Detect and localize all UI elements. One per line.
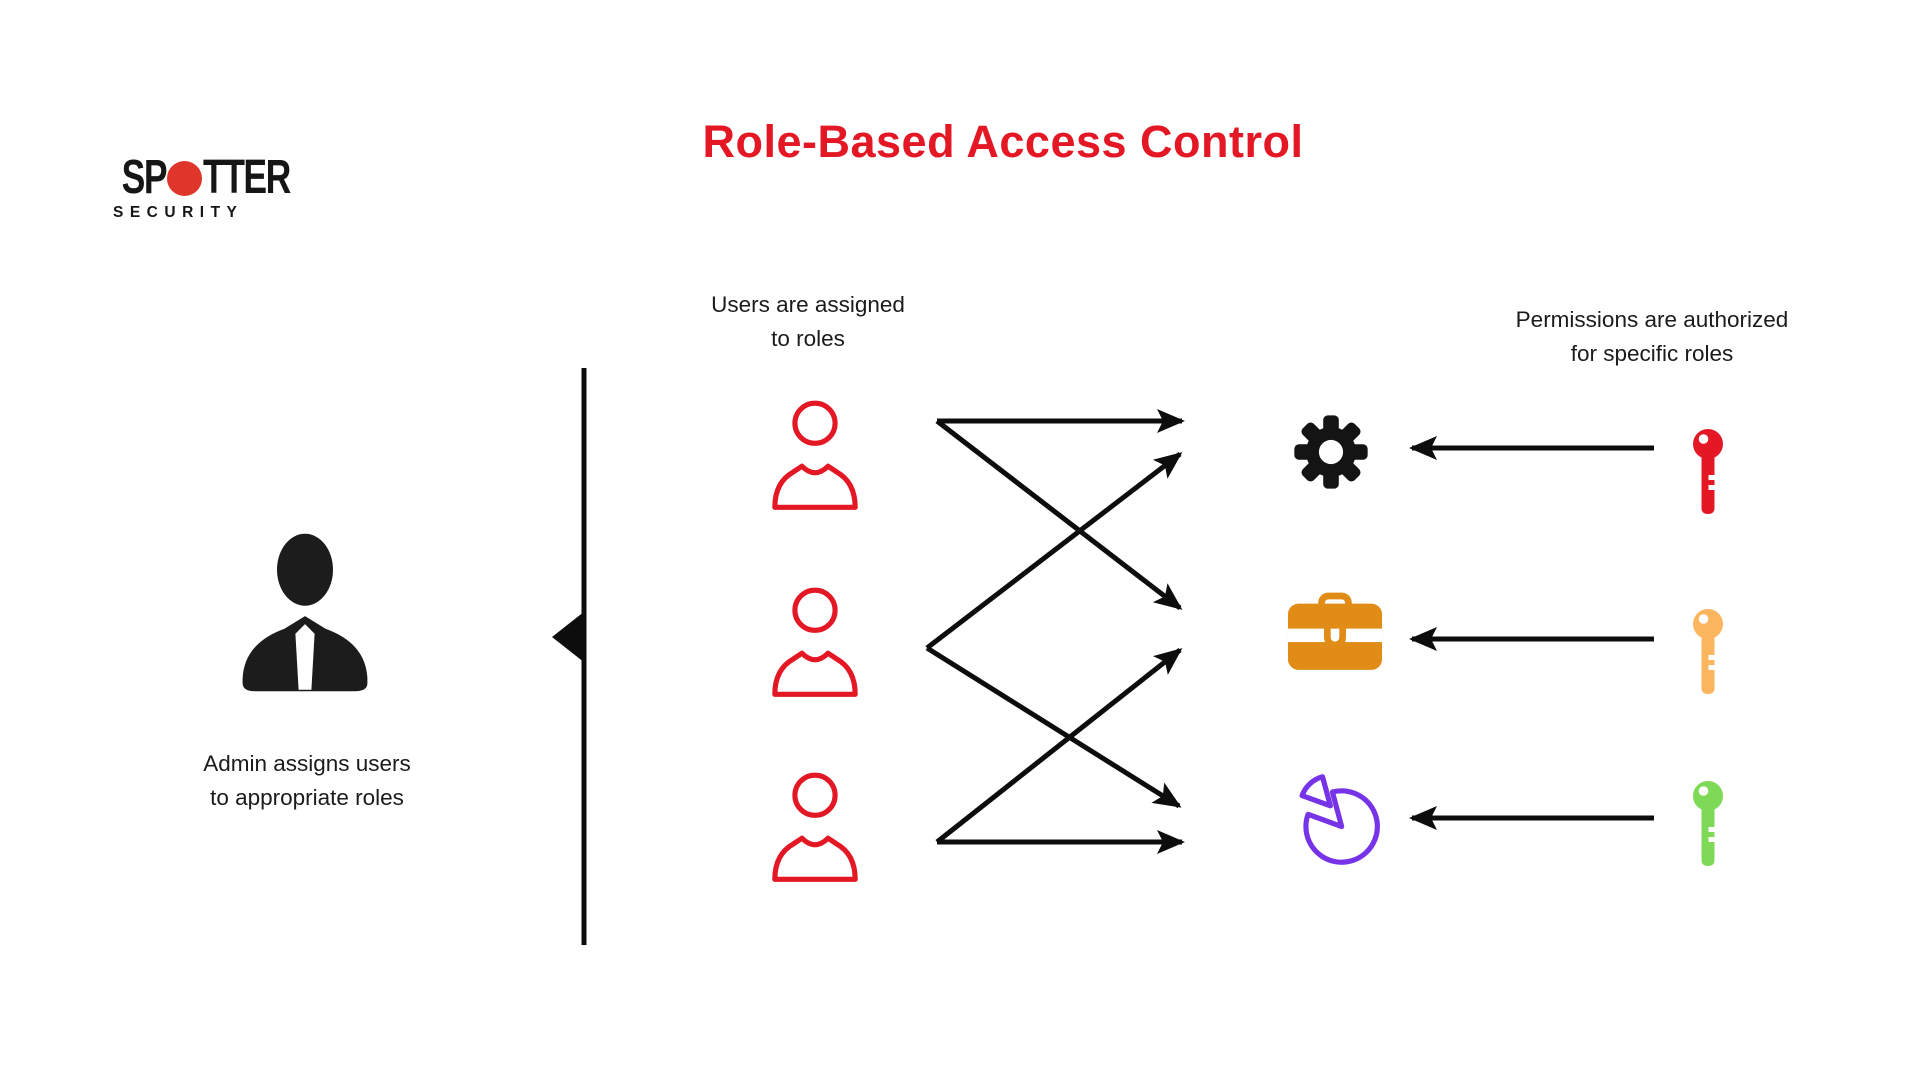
admin-caption-line2: to appropriate roles xyxy=(210,785,404,810)
user-icon-2 xyxy=(772,587,858,697)
user-icon-3 xyxy=(772,772,858,882)
arrow-user1-briefcase xyxy=(935,419,1183,610)
permissions-caption: Permissions are authorized for specific … xyxy=(1482,303,1822,371)
admin-caption: Admin assigns users to appropriate roles xyxy=(147,747,467,815)
permissions-caption-line2: for specific roles xyxy=(1570,341,1734,366)
users-caption: Users are assigned to roles xyxy=(658,288,958,356)
users-caption-line2: to roles xyxy=(771,326,845,351)
admin-person-icon xyxy=(242,533,368,692)
logo-subtitle: SECURITY xyxy=(113,204,244,221)
briefcase-role-icon xyxy=(1287,592,1383,670)
left-pointer-triangle xyxy=(552,611,585,663)
page-title: Role-Based Access Control xyxy=(702,116,1304,167)
users-caption-line1: Users are assigned xyxy=(711,292,905,317)
red-key-icon xyxy=(1693,429,1723,514)
arrow-user2-pie xyxy=(925,645,1182,809)
orange-key-icon xyxy=(1693,609,1723,694)
spotter-security-logo: SP TTER SECURITY xyxy=(106,151,320,222)
arrow-user3-briefcase xyxy=(935,648,1183,844)
logo-word-end: TTER xyxy=(203,151,291,204)
logo-wordmark: SP TTER xyxy=(106,151,320,204)
logo-red-dot-icon xyxy=(167,160,203,196)
logo-word-start: SP xyxy=(121,151,168,204)
gear-role-icon xyxy=(1294,415,1368,489)
user-icon-1 xyxy=(772,400,858,510)
permissions-caption-line1: Permissions are authorized xyxy=(1515,307,1789,332)
arrow-user2-gear xyxy=(925,452,1183,650)
pie-chart-role-icon xyxy=(1299,774,1380,865)
admin-caption-line1: Admin assigns users xyxy=(203,751,411,776)
admin-tie xyxy=(295,624,315,690)
green-key-icon xyxy=(1693,781,1723,866)
